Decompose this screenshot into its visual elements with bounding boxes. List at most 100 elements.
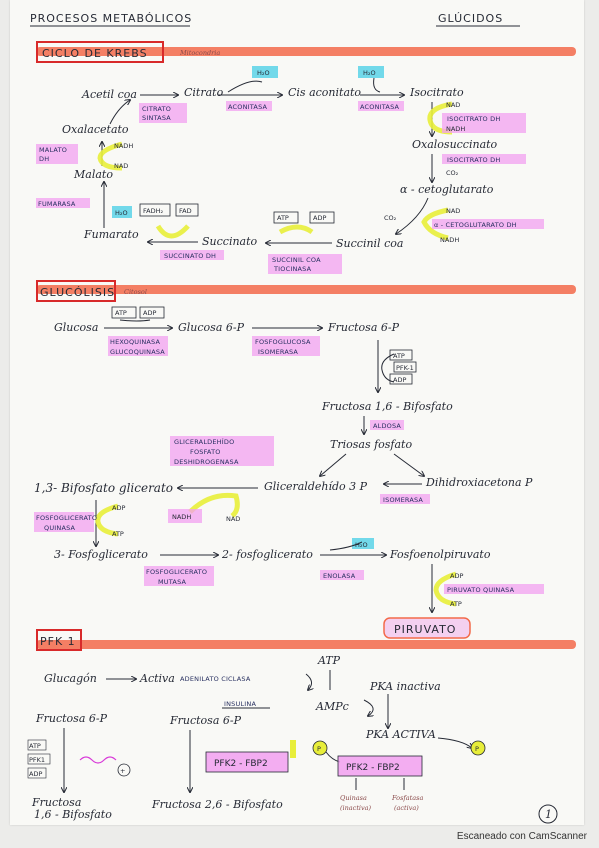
atp-krebs: ATP [277, 214, 289, 222]
nadh-2: NADH [440, 236, 459, 244]
h2o-gluc: H₂O [355, 541, 368, 549]
nadh-gluc: NADH [172, 513, 191, 521]
citrato-sintasa-1: CITRATO [142, 105, 171, 113]
h2o-2: H₂O [363, 69, 376, 77]
pfk2-fbp2-right: PFK2 - FBP2 [346, 763, 400, 773]
tres-fosfoglicerato: 3- Fosfoglicerato [54, 548, 148, 561]
fosfoglucosa-1: FOSFOGLUCOSA [255, 338, 311, 346]
acetil-coa: Acetil coa [81, 88, 137, 101]
h2o-3: H₂O [115, 209, 128, 217]
isocitrato-dh-1: ISOCITRATO DH [447, 115, 500, 123]
gapdh-3: DESHIDROGENASA [174, 458, 239, 466]
plus: + [120, 767, 125, 775]
atp-hexo: ATP [115, 309, 127, 317]
tiocinasa-1: SUCCINIL COA [272, 256, 321, 264]
atp-pfk-top: ATP [317, 654, 341, 667]
citrato: Citrato [184, 86, 224, 99]
bifosfoglicerato: 1,3- Bifosfato glicerato [34, 481, 173, 495]
pgm-1: FOSFOGLICERATO [146, 568, 207, 576]
gapdh-1: GLICERALDEHÍDO [174, 437, 234, 446]
krebs-location: Mitocondria [179, 49, 220, 57]
fumarasa: FUMARASA [38, 200, 76, 208]
pfk1-title-box [36, 629, 82, 651]
glucolisis-title: GLUCÓLISIS [40, 286, 115, 299]
adp-krebs: ADP [313, 214, 326, 222]
notebook-page: PROCESOS METABÓLICOS GLÚCIDOS CICLO DE K… [10, 0, 584, 825]
aconitasa-2: ACONITASA [360, 103, 400, 111]
fructosa-6p-left: Fructosa 6-P [35, 712, 108, 725]
scanner-watermark: Escaneado con CamScanner [456, 831, 587, 842]
fosfoenolpiruvato: Fosfoenolpiruvato [389, 548, 491, 561]
pfk1-title: PFK 1 [40, 635, 76, 648]
page-number: 1 [545, 808, 552, 821]
atp-pfk1: ATP [393, 352, 405, 360]
atp-pgk: ATP [112, 530, 124, 538]
hexoquinasa: HEXOQUINASA [110, 338, 160, 346]
gapdh-2: FOSFATO [190, 448, 221, 456]
piruvato: PIRUVATO [394, 623, 456, 636]
citrato-sintasa-2: SINTASA [142, 114, 171, 122]
quinasa-1: Quinasa [340, 794, 367, 802]
succinil-coa: Succinil coa [336, 237, 403, 250]
aldosa: ALDOSA [373, 422, 401, 430]
isomerasa: ISOMERASA [383, 496, 423, 504]
oxalosuccinato: Oxalosuccinato [412, 138, 498, 151]
pgm-2: MUTASA [158, 578, 187, 586]
adp-hexo: ADP [143, 309, 156, 317]
dos-fosfoglicerato: 2- fosfoglicerato [221, 548, 313, 561]
succinato: Succinato [202, 235, 258, 248]
krebs-section: CICLO DE KREBS Mitocondria Acetil coa CI… [36, 41, 576, 274]
glucosa-6p: Glucosa 6-P [178, 321, 245, 334]
krebs-title-box [36, 41, 164, 63]
fructosa-6p-mid: Fructosa 6-P [169, 714, 242, 727]
adp-pgk: ADP [112, 504, 125, 512]
triosas-fosfato: Triosas fosfato [330, 438, 412, 451]
activa: Activa [139, 672, 175, 685]
glucolisis-location: Citosol [124, 288, 147, 296]
header: PROCESOS METABÓLICOS GLÚCIDOS [30, 12, 520, 27]
p-left: P [317, 745, 321, 753]
adp-pk: ADP [450, 572, 463, 580]
malato: Malato [73, 168, 113, 181]
oxalacetato: Oxalacetato [62, 123, 129, 136]
co2-2: CO₂ [384, 214, 397, 222]
quinasa-2: (inactiva) [340, 804, 372, 812]
nad-3: NAD [114, 162, 128, 170]
nadh-1: NADH [446, 125, 465, 133]
atp-small: ATP [29, 742, 41, 750]
p-right: P [475, 745, 479, 753]
pfk1-small: PFK1 [29, 756, 45, 764]
page-title-right: GLÚCIDOS [438, 12, 503, 25]
pfk1-label: PFK-1 [396, 364, 414, 372]
dihidroxiacetona-p: Dihidroxiacetona P [425, 476, 533, 489]
pfk1-highlight-bar [36, 640, 576, 649]
insulina: INSULINA [224, 700, 256, 708]
fructosa-6p: Fructosa 6-P [327, 321, 400, 334]
glucolisis-section: GLUCÓLISIS Citosol Glucosa ATP ADP HEXOQ… [34, 280, 576, 639]
adp-small: ADP [29, 770, 42, 778]
enolasa: ENOLASA [323, 572, 356, 580]
piruvato-quinasa: PIRUVATO QUINASA [447, 586, 515, 594]
fad: FAD [179, 207, 192, 215]
glucagon: Glucagón [44, 672, 97, 685]
amp-c: AMPc [315, 700, 349, 713]
tiocinasa-2: TIOCINASA [273, 265, 312, 273]
fosfatasa-2: (activa) [394, 804, 419, 812]
alfa-cetoglutarato-dh: α - CETOGLUTARATO DH [434, 221, 517, 229]
pfk2-fbp2-mid: PFK2 - FBP2 [214, 759, 268, 769]
cis-aconitato: Cis aconitato [288, 86, 361, 99]
pka-inactiva: PKA inactiva [369, 680, 441, 693]
isocitrato-dh-2: ISOCITRATO DH [447, 156, 500, 164]
nadh-3: NADH [114, 142, 133, 150]
fructosa-16-left-2: 1,6 - Bifosfato [34, 808, 112, 821]
adp-pfk1: ADP [393, 376, 406, 384]
krebs-highlight-bar [36, 47, 576, 56]
malato-dh-1: MALATO [39, 146, 67, 154]
pfk1-section: PFK 1 Glucagón Activa ADENILATO CICLASA … [27, 629, 576, 824]
aconitasa-1: ACONITASA [228, 103, 268, 111]
fumarato: Fumarato [83, 228, 139, 241]
glucoquinasa: GLUCOQUINASA [110, 348, 165, 356]
alfa-cetoglutarato: α - cetoglutarato [400, 183, 494, 196]
succinato-dh: SUCCINATO DH [164, 252, 216, 260]
isocitrato: Isocitrato [409, 86, 464, 99]
